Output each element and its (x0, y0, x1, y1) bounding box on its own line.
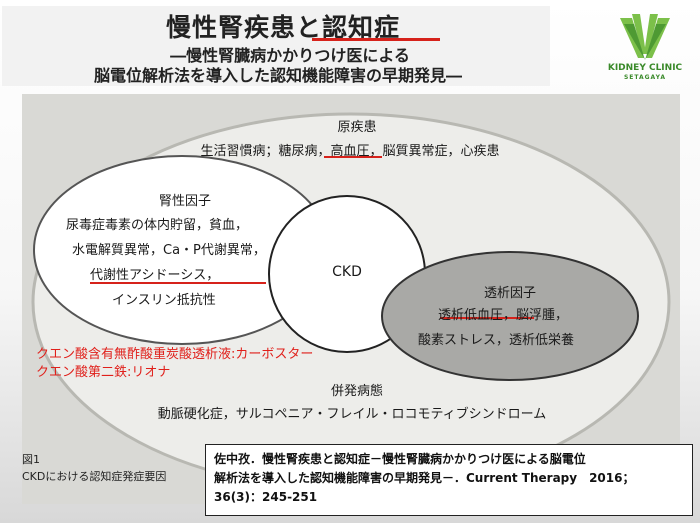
logo-name: KIDNEY CLINIC (607, 63, 683, 73)
logo-text: KIDNEY CLINIC SETAGAYA (590, 63, 700, 83)
slide-title: 慢性腎疾患と認知症 (165, 13, 400, 42)
renal-factor-line: 水電解質異常，Ca・P代謝異常， (72, 243, 266, 258)
figure-number: 図1 (22, 453, 40, 466)
slide-subtitle-line1: ―慢性腎臓病かかりつけ医による (170, 46, 410, 65)
renal-factor-heading: 腎性因子 (158, 194, 211, 209)
renal-factor-line: 尿毒症毒素の体内貯留，貧血， (66, 218, 249, 233)
logo-location: SETAGAYA (623, 74, 667, 81)
citation-line1: 佐中孜．慢性腎疾患と認知症－慢性腎臓病かかりつけ医による脳電位 (214, 452, 586, 466)
kidney-clinic-logo-icon (620, 14, 670, 60)
renal-factor-line: インスリン抵抗性 (112, 293, 216, 308)
figure-caption: CKDにおける認知症発症要因 (22, 470, 167, 483)
drug-note-line2: クエン酸第二鉄:リオナ (36, 365, 171, 380)
primary-disease-heading: 原疾患 (337, 120, 377, 135)
title-banner (2, 6, 550, 86)
complications-heading: 併発病態 (330, 384, 383, 399)
primary-disease-list: 生活習慣病；糖尿病，高血圧，脳質異常症，心疾患 (200, 144, 500, 159)
dialysis-factor-ellipse (381, 251, 639, 381)
dialysis-factor-line1: 透析低血圧，脳浮腫， (438, 308, 569, 323)
dialysis-factor-heading: 透析因子 (483, 286, 536, 301)
complications-list: 動脈硬化症，サルコペニア・フレイル・ロコモティブシンドローム (157, 407, 547, 422)
renal-factor-line: 代謝性アシドーシス， (90, 268, 220, 283)
citation-box: 佐中孜．慢性腎疾患と認知症－慢性腎臓病かかりつけ医による脳電位 解析法を導入した… (205, 444, 693, 516)
citation-line3: 36(3)：245-251 (214, 490, 318, 504)
ckd-factor-diagram (31, 112, 671, 492)
dialysis-factor-line2: 酸素ストレス，透析低栄養 (418, 333, 575, 348)
citation-line2: 解析法を導入した認知機能障害の早期発見－．Current Therapy 201… (214, 471, 635, 485)
ckd-label: CKD (332, 264, 362, 280)
slide-subtitle-line2: 脳電位解析法を導入した認知機能障害の早期発見― (93, 66, 462, 85)
drug-note-line1: クエン酸含有無酢酸重炭酸透析液:カーボスター (36, 347, 314, 362)
title-underline (312, 38, 440, 41)
